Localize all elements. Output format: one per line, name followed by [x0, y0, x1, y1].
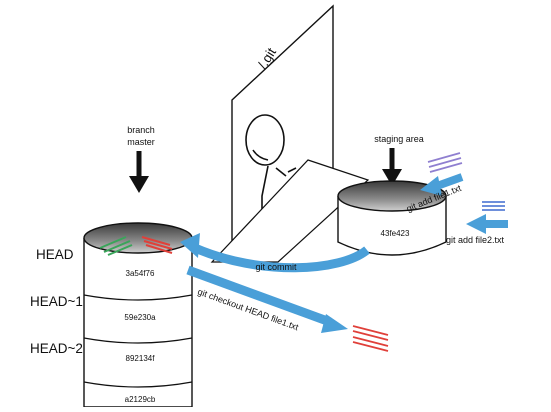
staging-area: staging area 43fe423 [337, 134, 447, 256]
git-add-file1-arrow [435, 173, 464, 190]
git-commit-label: git commit [255, 262, 297, 272]
down-arrow-icon [129, 176, 149, 193]
branch-master-pointer: branch master [127, 125, 155, 193]
arrow-head-icon [466, 214, 486, 234]
commit-hash: 59e230a [124, 313, 156, 322]
repository-top [83, 222, 193, 254]
repository-stack: 3a54f76 59e230a 892134f a2129cb [83, 222, 193, 408]
git-checkout-arrow [186, 265, 332, 327]
checked-out-file-icon [352, 325, 389, 352]
head1-label: HEAD~1 [30, 294, 83, 309]
commit-hash: a2129cb [125, 395, 156, 404]
arrow-head-icon [420, 176, 442, 196]
head-commit-files [99, 236, 173, 256]
commit-hash: 892134f [126, 354, 156, 363]
person-figure [245, 114, 297, 212]
branch-label: branch [127, 125, 155, 135]
head2-label: HEAD~2 [30, 341, 83, 356]
head-label: HEAD [36, 247, 74, 262]
file1-icon [427, 152, 463, 173]
arrow-head-icon [321, 314, 348, 333]
staging-hash: 43fe423 [381, 229, 410, 238]
down-arrow-icon [382, 169, 402, 186]
paper-sheet [210, 159, 370, 263]
file2-icon [482, 201, 505, 211]
staging-area-label: staging area [374, 134, 424, 144]
git-add-file2-label: git add file2.txt [446, 235, 505, 245]
git-commit-arrow [193, 243, 370, 273]
commit-hash: 3a54f76 [126, 269, 155, 278]
master-label: master [127, 137, 155, 147]
arrow-head-icon [180, 233, 200, 258]
